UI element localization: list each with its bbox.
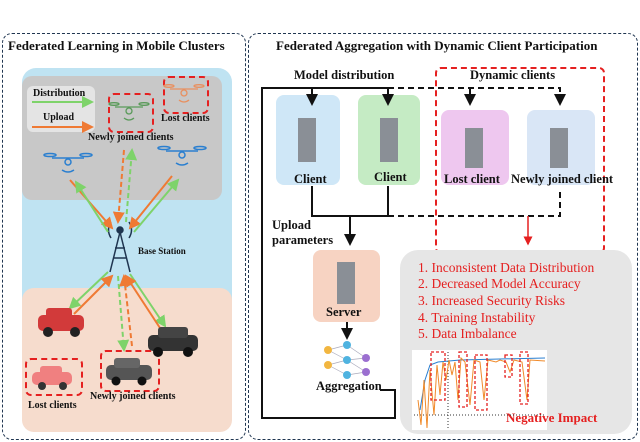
newly-joined-car-box [100, 350, 160, 392]
base-station-label: Base Station [138, 246, 186, 256]
legend-distribution: Distribution [33, 88, 86, 99]
anomaly-boxes [430, 351, 529, 411]
drone-icon [108, 102, 150, 121]
server-icons [298, 118, 568, 304]
lost-drones-label: Lost clients [161, 113, 210, 124]
model-distribution-label: Model distribution [294, 68, 395, 82]
lost-car-box [25, 358, 83, 396]
impact-3: 3. Increased Security Risks [418, 293, 565, 308]
newly-joined-client-label: Newly joined client [511, 172, 614, 186]
car-icon [106, 358, 152, 386]
client-1-label: Client [294, 172, 327, 186]
drone-icon [157, 145, 207, 166]
impact-2: 2. Decreased Model Accuracy [418, 276, 581, 291]
negative-impact-label: Negative Impact [506, 410, 598, 425]
newly-joined-cars-label: Newly joined clients [90, 391, 176, 402]
server-label: Server [326, 305, 362, 319]
lost-drone-box [163, 76, 209, 114]
drone-links [69, 148, 180, 233]
legend-upload: Upload [43, 112, 75, 123]
client-2-label: Client [374, 170, 407, 184]
car-icon [32, 366, 72, 390]
lost-client-label: Lost client [444, 172, 500, 186]
aggregation-network-icon [324, 341, 370, 379]
legend-arrows [32, 96, 94, 133]
impact-1: 1. Inconsistent Data Distribution [418, 260, 595, 275]
newly-joined-drone-box [108, 93, 154, 133]
right-panel [248, 33, 638, 440]
left-panel [2, 33, 246, 440]
base-station-icon [107, 221, 133, 273]
distribution-flow [261, 87, 566, 419]
left-panel-title: Federated Learning in Mobile Clusters [8, 38, 225, 53]
impact-4: 4. Training Instability [418, 310, 536, 325]
drone-icon [43, 152, 93, 173]
training-curves [414, 352, 546, 430]
car-icon [38, 308, 84, 337]
car-icon [148, 327, 198, 357]
aggregation-label: Aggregation [316, 379, 382, 393]
drone-icon [163, 84, 205, 103]
newly-joined-drones-label: Newly joined clients [88, 132, 174, 143]
car-links [68, 271, 167, 352]
upload-parameters-label: Upload parameters [272, 218, 334, 247]
right-panel-title: Federated Aggregation with Dynamic Clien… [276, 38, 598, 53]
impact-5: 5. Data Imbalance [418, 326, 517, 341]
lost-cars-label: Lost clients [28, 400, 77, 411]
dynamic-clients-label: Dynamic clients [470, 68, 556, 82]
